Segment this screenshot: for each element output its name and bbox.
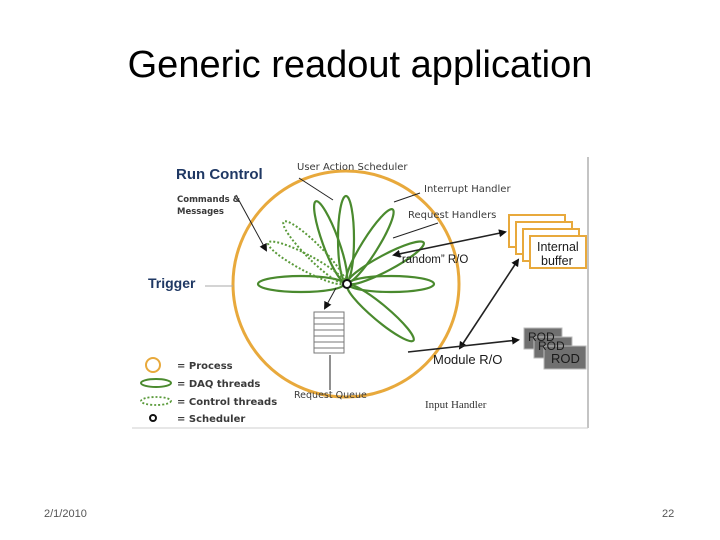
connector-lines — [205, 177, 520, 390]
request-queue-label: Request Queue — [294, 390, 367, 401]
legend: = Process = DAQ threads = Control thread… — [140, 357, 277, 425]
internal-buffer-stack — [508, 214, 587, 269]
module-ro-label: Module R/O — [433, 352, 502, 367]
interrupt-handler-label: Interrupt Handler — [424, 184, 511, 195]
commands-label-line2: Messages — [177, 207, 224, 217]
legend-control-text: = Control threads — [177, 397, 277, 408]
commands-label-line1: Commands & — [177, 195, 241, 205]
daq-thread — [256, 274, 346, 294]
legend-daq-swatch — [140, 378, 172, 388]
interrupt-pointer — [393, 192, 421, 203]
request-queue-stack — [313, 311, 345, 354]
commands-arrow — [235, 194, 267, 252]
legend-process-text: = Process — [177, 361, 233, 372]
random-ro-arrow — [392, 229, 507, 258]
run-control-label: Run Control — [176, 166, 263, 183]
internal-buffer-label-line2: buffer — [541, 254, 573, 268]
rod-label-middle: ROD — [538, 339, 565, 353]
trigger-label: Trigger — [148, 275, 196, 291]
daq-thread — [346, 283, 415, 343]
module-ro-to-buffer-arrow — [458, 258, 520, 350]
slide-number: 22 — [662, 508, 675, 520]
random-ro-label: “random” R/O — [398, 254, 468, 266]
legend-control-swatch — [140, 396, 172, 406]
legend-daq-text: = DAQ threads — [177, 379, 260, 390]
request-handler-pointer — [392, 222, 439, 239]
request-handlers-label: Request Handlers — [408, 210, 496, 221]
daq-thread — [344, 208, 395, 284]
legend-process-swatch — [145, 357, 161, 373]
legend-scheduler-swatch — [149, 414, 157, 422]
internal-buffer-label-line1: Internal — [537, 240, 579, 254]
input-handler-label: Input Handler — [425, 399, 487, 411]
rod-stack — [523, 327, 587, 370]
rod-label-back: ROD — [528, 330, 555, 344]
module-ro-to-rod-arrow — [407, 336, 520, 353]
scheduler-node — [342, 279, 352, 289]
legend-scheduler-text: = Scheduler — [177, 414, 245, 425]
user-action-scheduler-label: User Action Scheduler — [297, 162, 408, 173]
slide-date: 2/1/2010 — [44, 508, 87, 520]
user-action-pointer — [298, 177, 334, 201]
rod-label-front: ROD — [551, 351, 580, 366]
slide-title: Generic readout application — [127, 44, 593, 86]
queue-arrow — [324, 287, 337, 310]
control-thread — [267, 240, 346, 286]
